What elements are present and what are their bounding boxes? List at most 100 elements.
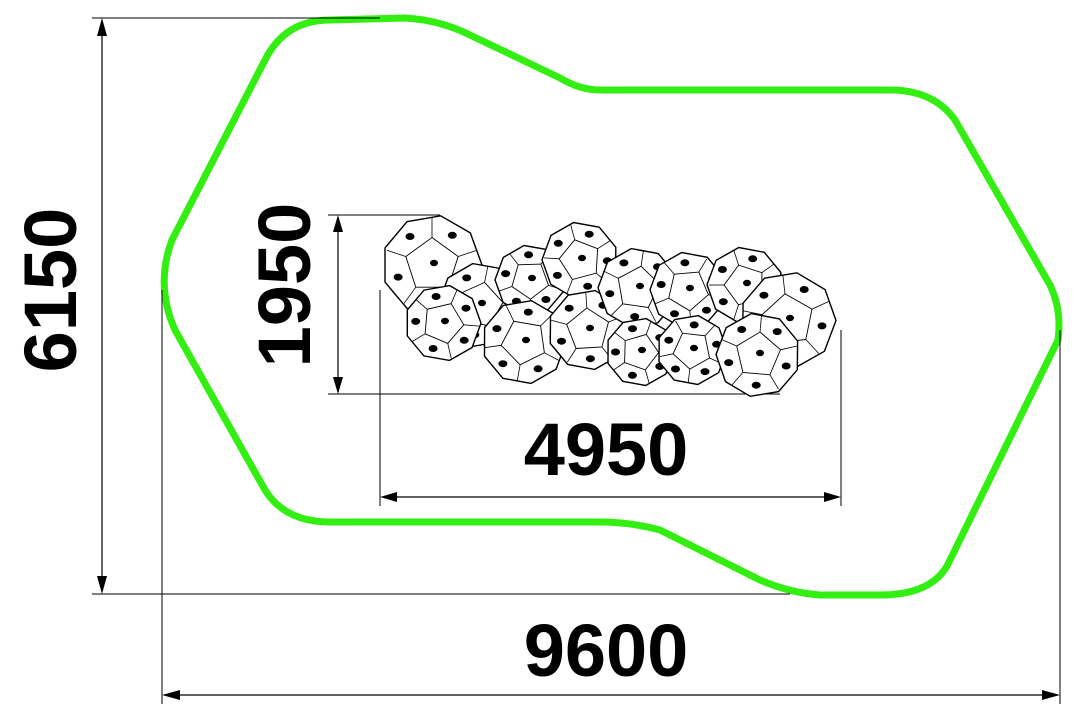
module-strut <box>759 315 762 333</box>
climbing-hold-icon <box>759 291 769 299</box>
climbing-hold-icon <box>671 365 680 373</box>
climbing-hold-icon <box>478 299 486 307</box>
structure-height-arrow-bottom <box>333 377 343 394</box>
structure-height-dimension: 1950 <box>243 203 780 395</box>
module-strut <box>645 321 652 335</box>
climbing-hold-icon <box>686 284 694 292</box>
module-strut <box>506 306 515 322</box>
climbing-hold-icon <box>737 326 747 333</box>
module-strut <box>509 253 519 266</box>
module-strut <box>731 372 744 386</box>
overall-height-dimension: 6150 <box>9 17 790 595</box>
climbing-hold-icon <box>430 259 438 267</box>
climbing-hold-icon <box>724 359 734 367</box>
module-strut <box>743 310 763 316</box>
module-face <box>424 303 465 344</box>
climbing-hold-icon <box>748 255 758 263</box>
overall-height-arrow-top <box>97 18 107 36</box>
climbing-hold-icon <box>689 321 699 329</box>
climbing-hold-icon <box>670 310 679 318</box>
climbing-hold-icon <box>524 251 534 259</box>
structure-width-arrow-right <box>824 492 841 502</box>
module-strut <box>664 262 675 275</box>
module-strut <box>447 343 452 359</box>
climbing-hold-icon <box>619 259 629 267</box>
overall-width-label: 9600 <box>524 609 689 692</box>
climbing-hold-icon <box>552 271 562 279</box>
climbing-hold-icon <box>447 231 457 239</box>
module-strut <box>780 345 797 351</box>
structure-width-arrow-left <box>380 492 397 502</box>
climbing-hold-icon <box>718 298 728 306</box>
climbing-module <box>649 251 725 329</box>
climbing-hold-icon <box>541 296 551 303</box>
module-strut <box>614 331 626 341</box>
module-strut <box>484 265 489 283</box>
climbing-hold-icon <box>690 344 698 352</box>
climbing-hold-icon <box>393 273 403 281</box>
module-strut <box>415 299 428 310</box>
module-strut <box>544 352 560 361</box>
climbing-hold-icon <box>756 349 764 357</box>
climbing-hold-icon <box>786 314 794 322</box>
climbing-hold-icon <box>585 355 595 363</box>
module-face <box>672 332 711 370</box>
overall-width-arrow-right <box>1042 690 1060 700</box>
module-face <box>511 263 550 300</box>
climbing-hold-icon <box>431 293 441 300</box>
climbing-hold-icon <box>772 328 782 336</box>
overall-height-label: 6150 <box>9 208 92 373</box>
module-face <box>566 307 610 349</box>
module-face <box>558 239 599 281</box>
module-strut <box>603 270 619 279</box>
overall-width-dimension: 9600 <box>161 290 1061 704</box>
module-strut <box>769 374 779 390</box>
climbing-hold-icon <box>751 381 761 389</box>
module-strut <box>644 369 650 384</box>
module-strut <box>733 250 739 266</box>
safety-zone-outline <box>160 14 1063 599</box>
module-strut <box>640 250 644 267</box>
climbing-hold-icon <box>781 362 791 370</box>
climbing-hold-icon <box>428 345 438 352</box>
climbing-module <box>607 317 675 387</box>
module-strut <box>458 249 478 257</box>
climbing-hold-icon <box>702 306 711 314</box>
module-strut <box>761 263 775 274</box>
module-strut <box>698 258 708 273</box>
module-strut <box>704 325 715 337</box>
module-strut <box>585 292 588 309</box>
module-strut <box>403 286 417 304</box>
module-strut <box>450 289 458 304</box>
module-strut <box>551 319 567 325</box>
module-face <box>405 236 459 288</box>
climbing-hold-icon <box>501 270 511 278</box>
climbing-hold-icon <box>656 281 666 288</box>
module-face <box>668 271 709 312</box>
module-strut <box>811 300 830 310</box>
module-strut <box>463 324 480 327</box>
module-strut <box>411 333 426 342</box>
overall-width-arrow-left <box>162 690 180 700</box>
module-strut <box>566 279 573 294</box>
module-face <box>500 320 545 366</box>
climbing-hold-icon <box>462 274 472 282</box>
module-strut <box>721 339 737 347</box>
module-strut <box>484 344 502 349</box>
climbing-module <box>658 314 728 386</box>
climbing-hold-icon <box>817 322 827 330</box>
climbing-hold-icon <box>564 304 574 312</box>
climbing-hold-icon <box>459 336 469 344</box>
module-strut <box>654 297 669 305</box>
climbing-hold-icon <box>557 337 566 345</box>
module-strut <box>733 304 739 320</box>
module-strut <box>613 362 625 371</box>
climbing-hold-icon <box>498 360 508 368</box>
climbing-hold-icon <box>411 317 421 325</box>
climbing-hold-icon <box>636 282 644 290</box>
module-strut <box>567 348 577 363</box>
module-strut <box>543 257 560 260</box>
climbing-hold-icon <box>680 259 690 267</box>
climbing-hold-icon <box>627 371 637 379</box>
